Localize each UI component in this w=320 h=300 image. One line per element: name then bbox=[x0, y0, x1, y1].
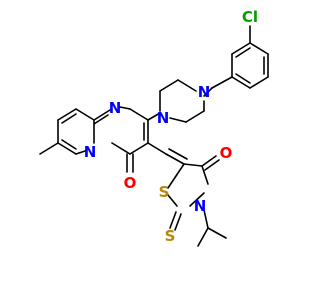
thiazolidinone-nitrogen-label: N bbox=[194, 197, 207, 215]
chlorine-atom-label: Cl bbox=[242, 8, 258, 26]
piperazine-nitrogen-top-label: N bbox=[198, 83, 211, 101]
chlorophenyl-ring bbox=[231, 25, 269, 89]
ring-sulfur-label: S bbox=[159, 183, 170, 201]
piperazine-nitrogen-bottom-label: N bbox=[157, 109, 170, 127]
thione-sulfur-label: S bbox=[165, 227, 176, 245]
pyrimidine-nitrogen-label: N bbox=[109, 99, 122, 117]
molecule-canvas: Cl N N N N O O S S N bbox=[39, 8, 269, 247]
piperazine-ring bbox=[159, 76, 233, 123]
methylidene-linker bbox=[147, 142, 188, 165]
bridgehead-nitrogen-label: N bbox=[84, 143, 97, 161]
pyridopyrimidine-core bbox=[39, 106, 161, 173]
molecule-structure: Cl N N N N O O S S N bbox=[39, 8, 269, 247]
pyridone-oxygen-label: O bbox=[124, 174, 137, 192]
thiazolidinone-oxygen-label: O bbox=[220, 144, 233, 162]
thiazolidinone-ring bbox=[167, 155, 227, 247]
